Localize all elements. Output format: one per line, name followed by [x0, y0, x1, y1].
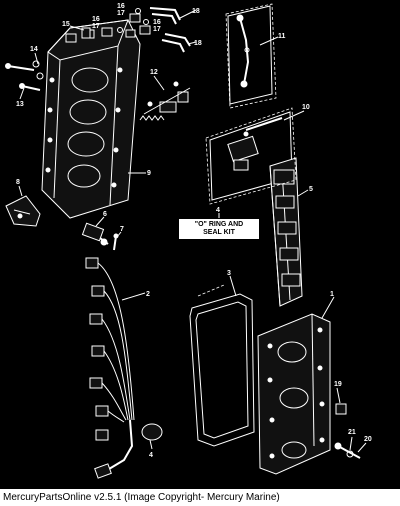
callout-5: 5: [309, 186, 313, 193]
part-3-gasket: [189, 293, 255, 447]
callout-3: 3: [227, 270, 231, 277]
callout-20: 20: [364, 436, 372, 443]
part-19-plug: [335, 403, 347, 415]
part-12-spring: [139, 81, 191, 121]
callout-6: 6: [103, 211, 107, 218]
leader-lines: [18, 9, 367, 453]
part-6-sensor: [81, 222, 109, 246]
dashed-group-boxes: [197, 3, 297, 297]
seal-kit-label: "O" RING AND SEAL KIT: [178, 218, 260, 240]
callout-1: 1: [330, 291, 334, 298]
callout-19: 19: [334, 381, 342, 388]
callout-labels: 1 2 3 4 4 5 6 7 8 9 10 11 12 13 14 15 16…: [16, 3, 372, 459]
part-15-fitting: [69, 25, 91, 39]
callout-17-c: 17: [153, 26, 161, 33]
part-21-washer: [346, 450, 354, 458]
callout-10: 10: [302, 104, 310, 111]
part-14-bolt: [5, 63, 41, 91]
part-11-link-bracket: [227, 5, 273, 105]
callout-4-harness: 4: [149, 452, 153, 459]
seal-kit-label-line2: SEAL KIT: [203, 229, 235, 236]
callout-8: 8: [16, 179, 20, 186]
callout-16-a: 16: [117, 3, 125, 10]
callout-13: 13: [16, 101, 24, 108]
part-13-washer: [32, 60, 44, 80]
part-20-bolt: [334, 442, 361, 459]
part-8-cover: [5, 195, 41, 227]
seal-kit-label-line1: "O" RING AND: [194, 221, 244, 228]
callout-21: 21: [348, 429, 356, 436]
part-17-clamp: [117, 8, 149, 33]
callout-18-a: 18: [192, 8, 200, 15]
callout-18-b: 18: [194, 40, 202, 47]
callout-9: 9: [147, 170, 151, 177]
callout-17-a: 17: [117, 10, 125, 17]
part-1-cover-plate: [257, 313, 331, 475]
callout-11: 11: [278, 33, 286, 40]
callout-15: 15: [62, 21, 70, 28]
callout-17-b: 17: [92, 23, 100, 30]
exploded-parts-diagram: 1 2 3 4 4 5 6 7 8 9 10 11 12 13 14 15 16…: [5, 3, 372, 479]
copyright-footer: MercuryPartsOnline v2.5.1 (Image Copyrig…: [0, 489, 400, 506]
part-9-adaptor-plate: [41, 19, 141, 219]
callout-4-kit: 4: [216, 207, 220, 214]
callout-16-b: 16: [92, 16, 100, 23]
part-16-fitting: [125, 13, 151, 38]
callout-16-c: 16: [153, 19, 161, 26]
callout-14: 14: [30, 46, 38, 53]
callout-7: 7: [120, 226, 124, 233]
callout-12: 12: [150, 69, 158, 76]
part-5-rail: [269, 157, 303, 307]
part-18-hose: [149, 7, 191, 53]
part-2-wiring-harness: [85, 257, 163, 479]
callout-2: 2: [146, 291, 150, 298]
